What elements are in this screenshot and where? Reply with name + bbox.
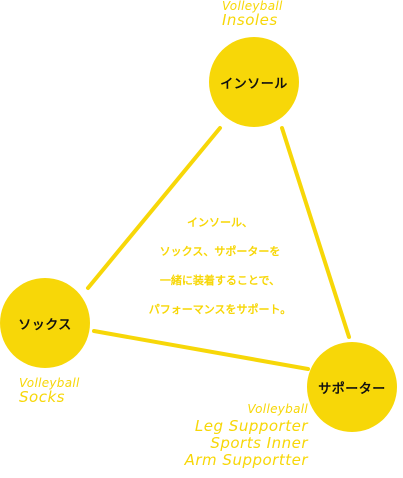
center-line-4: パフォーマンスをサポート。 (148, 303, 292, 316)
center-line-3: 一緒に装着することで、 (159, 274, 281, 287)
center-description: インソール、 ソックス、サポーターを 一緒に装着することで、 パフォーマンスをサ… (130, 208, 310, 324)
connector-insole-supporter (280, 126, 351, 339)
insole-english-label: Volleyball Insoles (222, 0, 283, 28)
connector-socks-supporter (92, 329, 310, 371)
center-line-1: インソール、 (187, 216, 253, 229)
supporter-en-line-2: Sports Inner (210, 434, 308, 452)
supporter-node: サポーター (307, 342, 397, 432)
supporter-node-label: サポーター (318, 381, 386, 397)
connector-insole-socks (86, 126, 222, 290)
socks-en-line: Socks (19, 388, 65, 406)
supporter-en-line-3: Arm Supportter (184, 451, 308, 469)
supporter-en-line-1: Leg Supporter (194, 417, 308, 435)
insole-en-small: Volleyball (222, 0, 283, 13)
socks-node: ソックス (0, 278, 90, 368)
supporter-en-small: Volleyball (247, 402, 308, 416)
insole-node-label: インソール (220, 76, 288, 92)
insole-node: インソール (209, 37, 299, 127)
center-line-2: ソックス、サポーターを (159, 245, 281, 258)
socks-english-label: Volleyball Socks (19, 377, 80, 405)
socks-en-small: Volleyball (19, 376, 80, 390)
insole-en-line: Insoles (222, 11, 278, 29)
supporter-english-label: Volleyball Leg Supporter Sports Inner Ar… (185, 403, 308, 470)
socks-node-label: ソックス (18, 317, 72, 333)
